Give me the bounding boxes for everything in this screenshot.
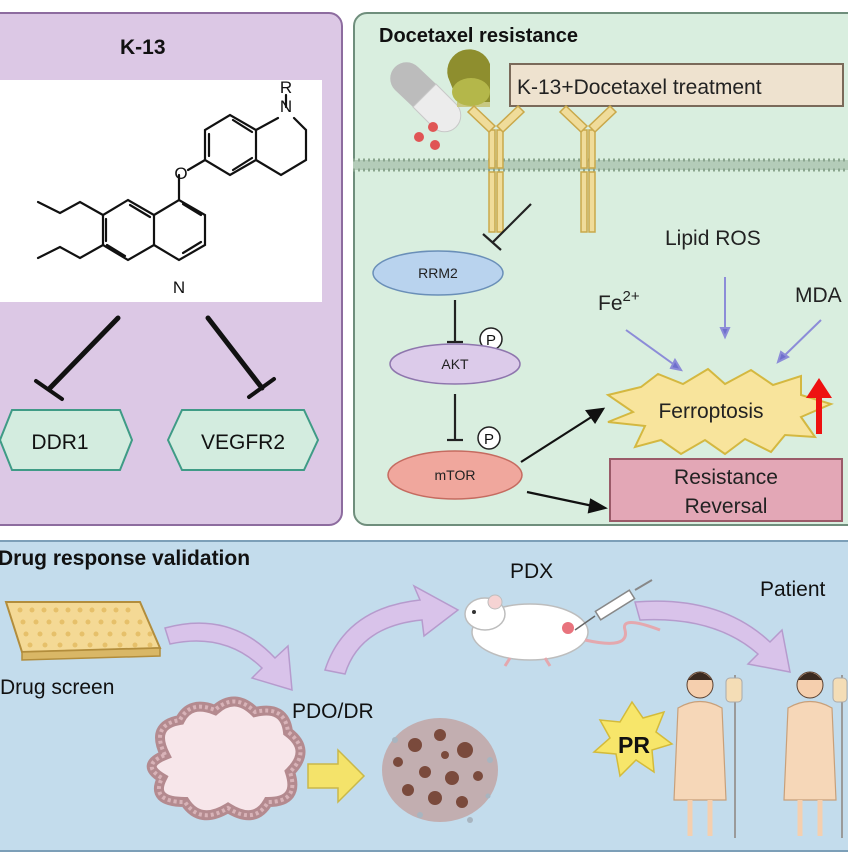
docetaxel-title: Docetaxel resistance — [379, 25, 579, 47]
treatment-box — [509, 63, 844, 107]
cell-membrane — [353, 158, 848, 172]
ddr1-hexagon — [0, 409, 134, 471]
ddr1-label: DDR1 — [31, 431, 88, 454]
mtor-label: mTOR — [435, 467, 476, 483]
pdo-label: PDO/DR — [292, 700, 374, 723]
capsule-icon — [390, 49, 490, 133]
validation-diagram: Drug screen PDO/DR PDX Patient — [0, 560, 848, 838]
k13-structure: N R O N — [0, 80, 322, 302]
reversal-line1: Resistance — [674, 466, 778, 489]
syringe-icon — [574, 579, 653, 631]
mda-label: MDA — [795, 284, 842, 307]
arrow-pdx-to-patient — [634, 600, 791, 673]
resistance-reversal-box — [609, 458, 843, 522]
validation-title: Drug response validation — [0, 547, 251, 570]
phospho-mtor-label: P — [484, 431, 494, 448]
rrm2-node — [372, 250, 504, 296]
k13-title: K-13 — [120, 36, 166, 59]
receptor-right-icon — [558, 104, 618, 233]
organoid-icon — [146, 696, 306, 821]
well-plate-icon — [4, 601, 162, 661]
pr-label: PR — [618, 732, 650, 758]
resistance-diagram: K-13+Docetaxel treatment RRM2 P AKT — [353, 49, 848, 522]
increase-arrow-icon — [806, 378, 832, 434]
pdx-label: PDX — [510, 560, 553, 583]
ferroptosis-label: Ferroptosis — [658, 400, 763, 423]
mtor-node — [387, 450, 523, 500]
r-group-label: R — [280, 80, 292, 97]
akt-label: AKT — [441, 356, 469, 372]
drug-dots-icon — [414, 122, 440, 150]
rrm2-label: RRM2 — [418, 265, 458, 281]
nitrogen-label: N — [280, 97, 292, 116]
receptor-left-icon — [466, 104, 526, 233]
lipid-ros-label: Lipid ROS — [665, 227, 761, 250]
phospho-akt-label: P — [486, 332, 496, 349]
drug-screen-label: Drug screen — [0, 676, 114, 699]
patient-label: Patient — [760, 578, 826, 601]
organoid-arrow — [307, 748, 366, 804]
quinoline-nitrogen-label: N — [173, 278, 185, 297]
k13-target-area: DDR1 VEGFR2 — [0, 315, 320, 471]
treated-organoid-icon — [382, 718, 498, 823]
mouse-icon — [464, 594, 661, 667]
patient-after-icon — [783, 671, 848, 838]
vegfr2-hexagon — [166, 409, 320, 471]
oxygen-label: O — [174, 164, 187, 183]
reversal-line2: Reversal — [685, 495, 768, 518]
arrow-pdo-to-pdx — [324, 584, 460, 675]
pr-star — [592, 700, 674, 778]
arrow-screen-to-pdo — [164, 622, 293, 692]
vegfr2-label: VEGFR2 — [201, 431, 285, 454]
treatment-label: K-13+Docetaxel treatment — [517, 76, 762, 99]
ferroptosis-starburst — [605, 367, 834, 456]
fe-label: Fe2+ — [598, 288, 640, 315]
akt-node — [389, 343, 521, 385]
patient-before-icon — [673, 671, 743, 838]
